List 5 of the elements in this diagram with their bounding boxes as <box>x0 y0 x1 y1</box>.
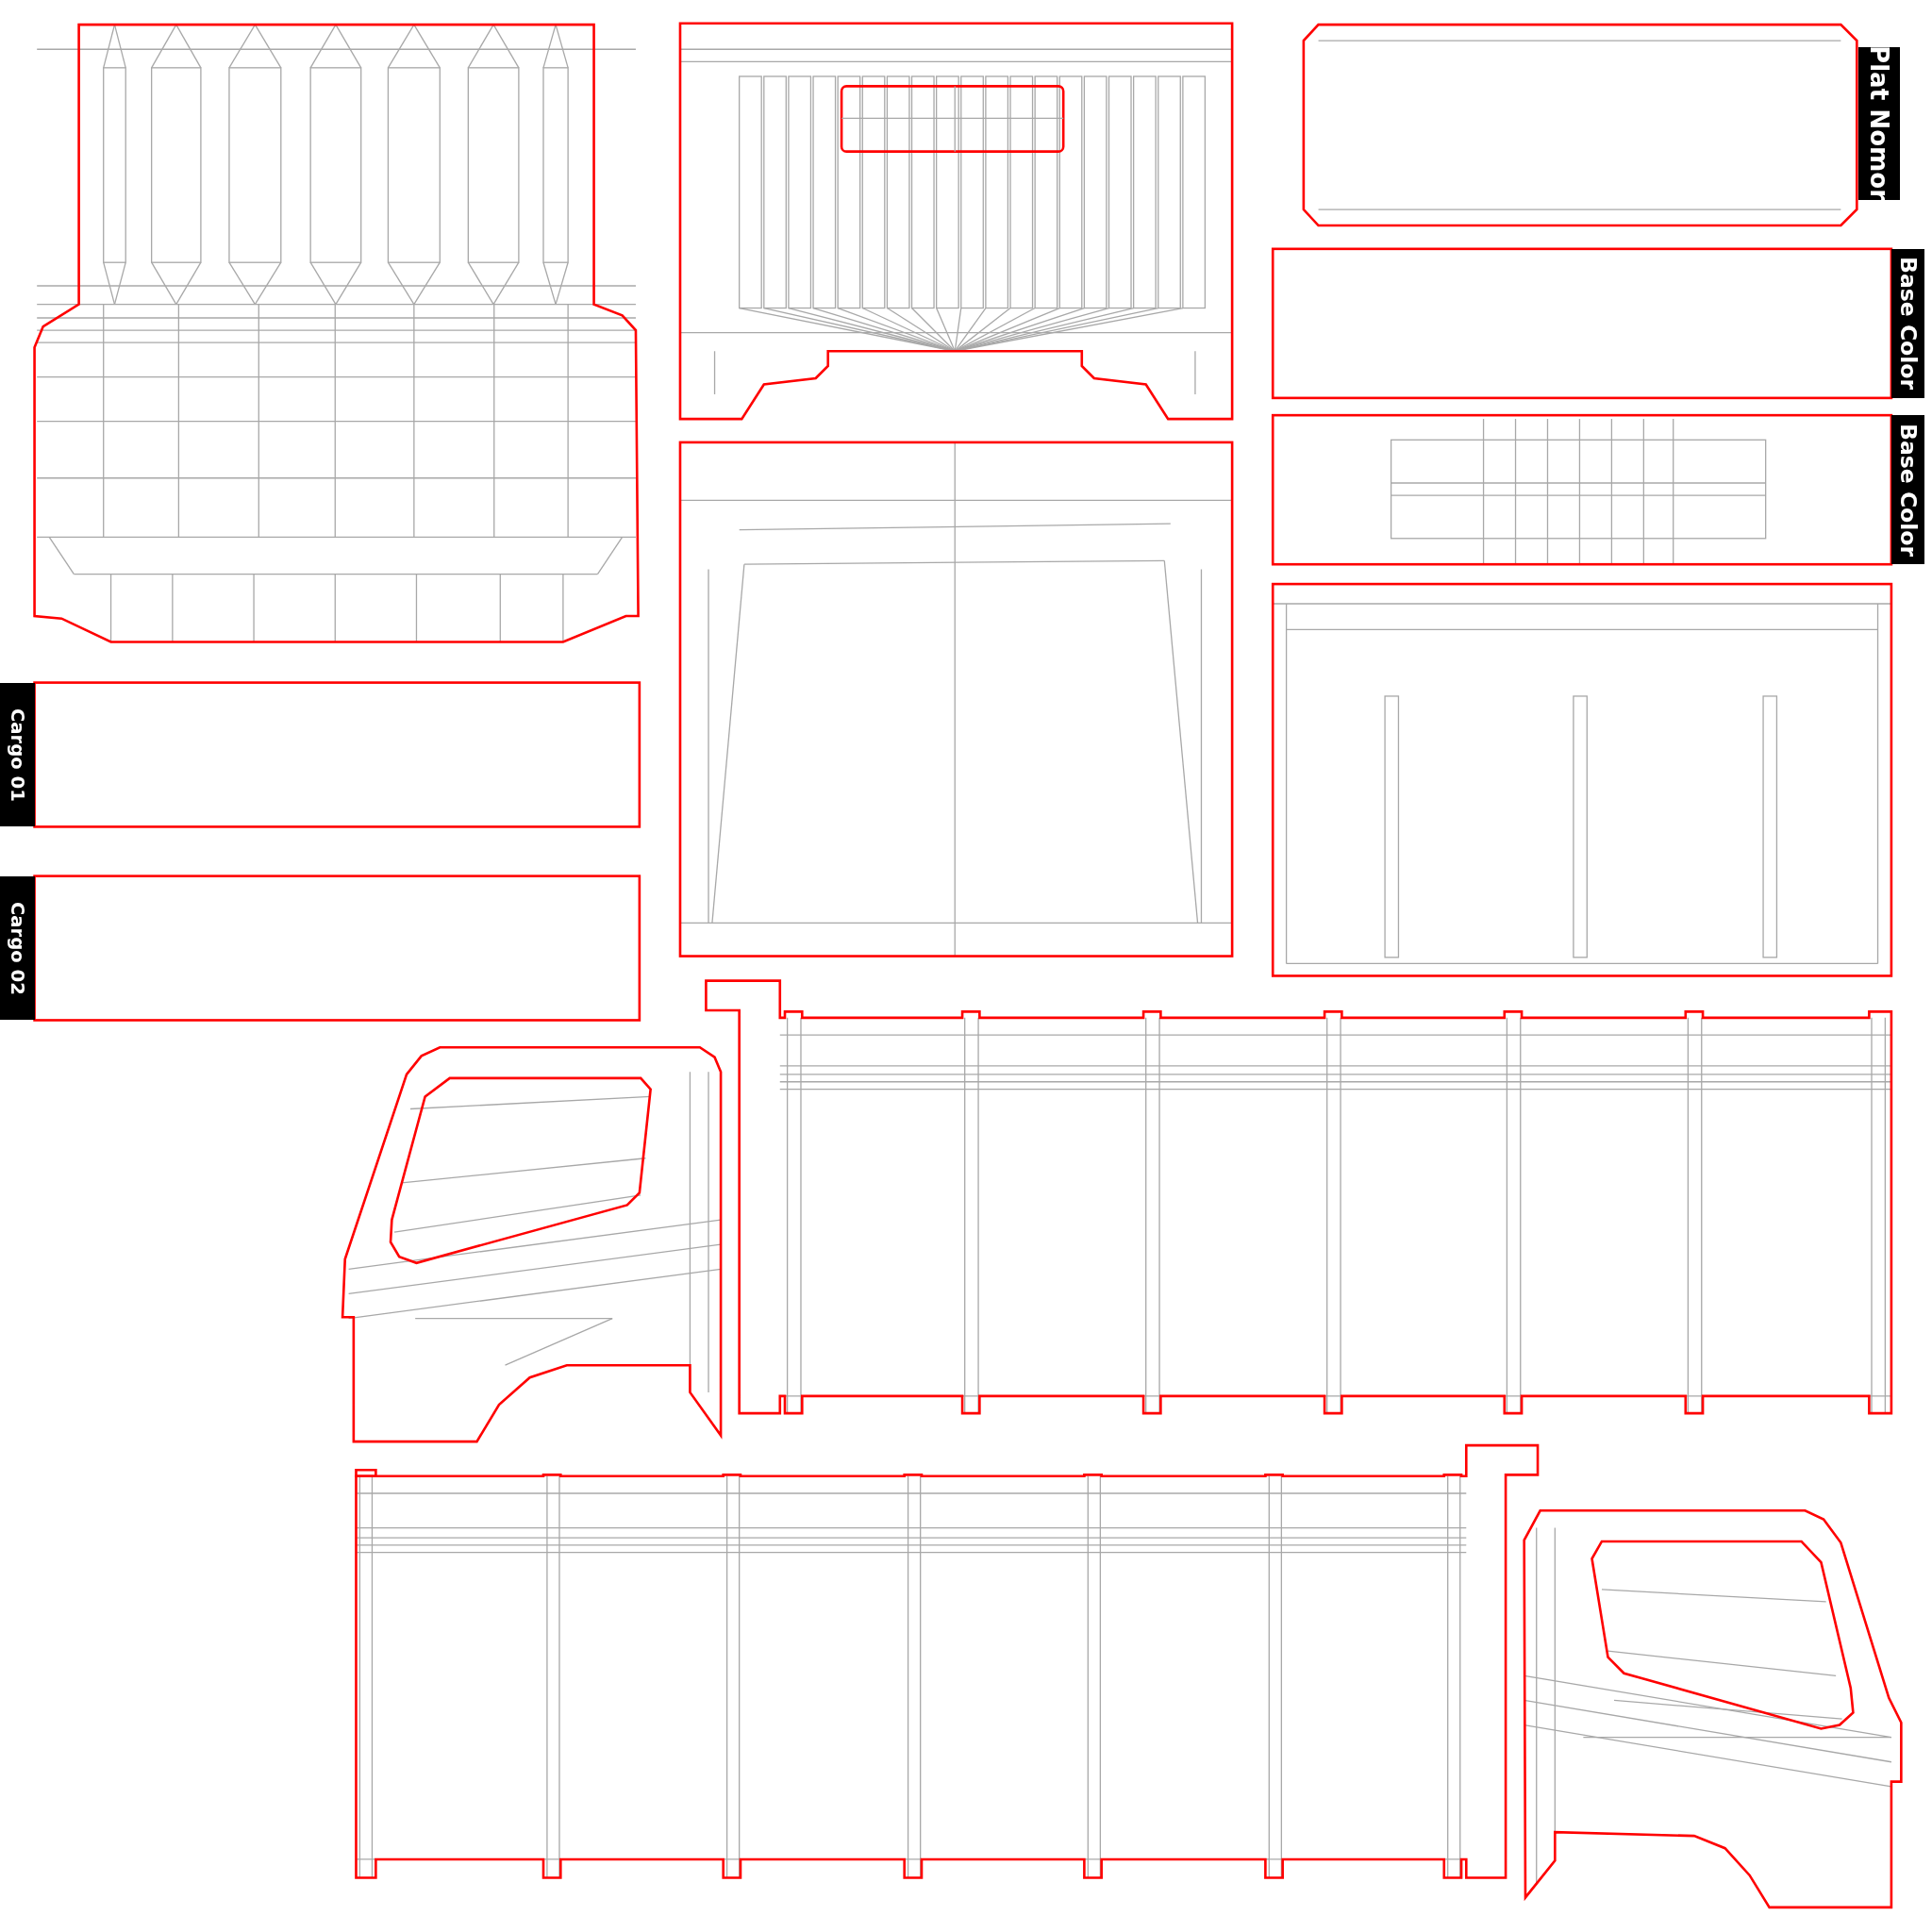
panel-label: Base Color <box>1890 415 1925 565</box>
panel-label: Cargo 02 <box>0 875 35 1021</box>
panel-label: Base Color <box>1890 248 1925 398</box>
panel-label: Plat Nomor <box>1857 46 1901 200</box>
panel-label: Cargo 01 <box>0 682 35 827</box>
